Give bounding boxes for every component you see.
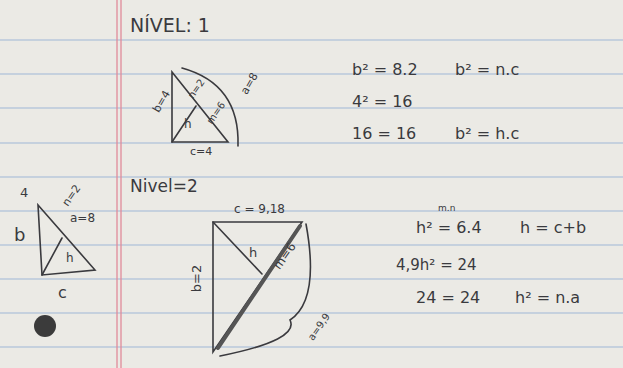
handwritten-label: 4 [20,186,28,199]
handwritten-label: h [184,118,192,130]
binder-hole [34,315,56,337]
handwritten-label: a=8 [70,212,95,224]
handwritten-label: c = 9,18 [234,203,285,215]
handwritten-label: h² = 6.4 [416,220,482,236]
handwritten-label: 16 = 16 [352,126,416,142]
handwritten-label: 24 = 24 [416,290,480,306]
handwritten-label: 4,9h² = 24 [396,258,477,273]
handwritten-label: Nivel=2 [130,178,198,195]
handwritten-label: h = c+b [520,220,586,236]
triangle-margin [38,205,95,275]
handwritten-label: 4² = 16 [352,94,413,110]
handwritten-label: b² = h.c [455,126,519,142]
handwritten-label: b² = 8.2 [352,62,418,78]
handwritten-label: c [58,285,67,301]
ruled-lines [0,40,623,347]
handwritten-label: h² = n.a [515,290,580,306]
handwritten-label: b=2 [190,265,203,292]
handwritten-label: b [14,226,25,244]
handwritten-label: c=4 [190,146,212,157]
handwritten-label: h [66,252,74,264]
margin-line [117,0,121,368]
handwritten-label: h [249,246,257,259]
handwritten-label: NÍVEL: 1 [130,16,210,35]
triangle-level-1 [172,68,238,146]
handwritten-label: b² = n.c [455,62,519,78]
triangle-level-2 [213,222,310,356]
handwritten-label: m.n [438,204,455,213]
